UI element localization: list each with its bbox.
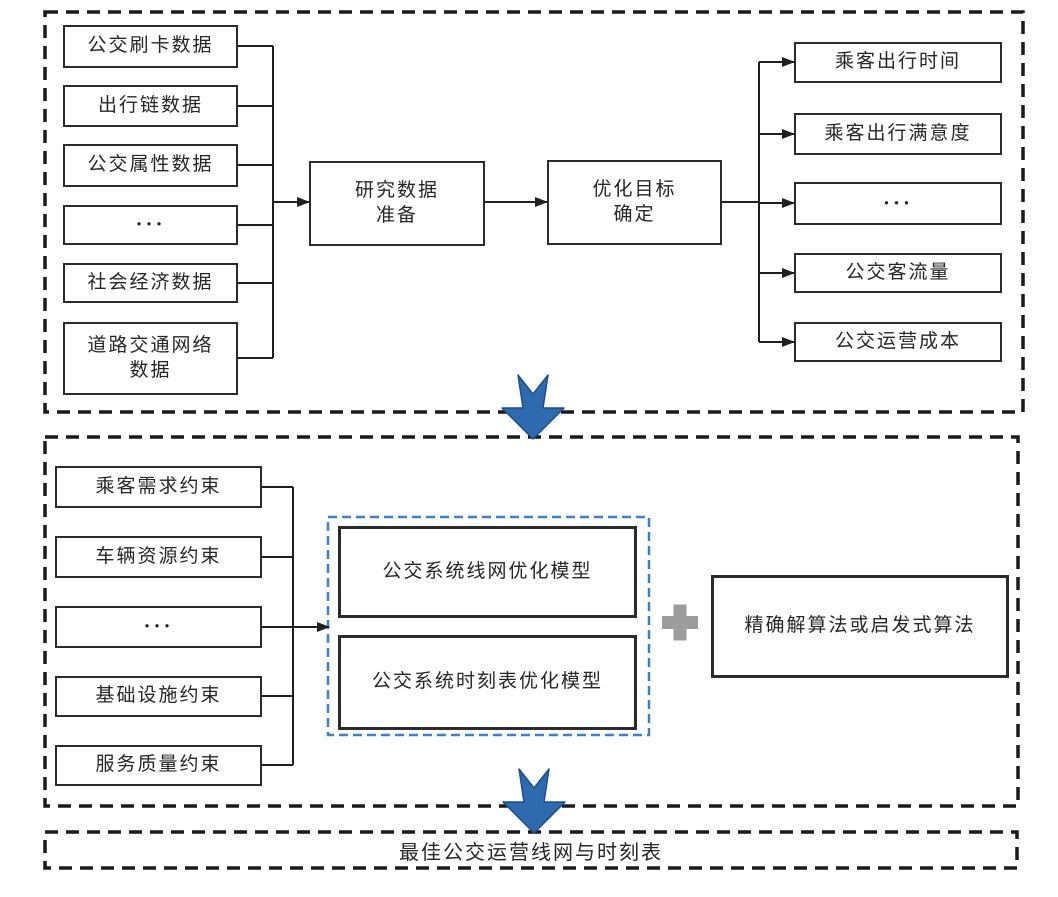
stage3-dashed-border: [43, 830, 1019, 870]
constraint-box-ellipsis: ···: [55, 606, 262, 648]
objective-box: 乘客出行满意度: [794, 113, 1002, 155]
objective-label: 乘客出行满意度: [824, 122, 972, 144]
constraint-label: 车辆资源约束: [95, 545, 222, 567]
data-source-label: 公交刷卡数据: [87, 35, 214, 57]
data-source-box: 社会经济数据: [63, 263, 238, 303]
ellipsis-label: ···: [143, 614, 174, 639]
constraint-box: 服务质量约束: [55, 745, 262, 786]
stage2-constraint-connectors: [262, 486, 330, 766]
data-source-label: 社会经济数据: [87, 271, 214, 293]
objective-label: 乘客出行时间: [834, 51, 961, 73]
stage1-process-connectors: [485, 57, 795, 347]
result-label: 最佳公交运营线网与时刻表: [399, 841, 663, 864]
model-label: 公交系统时刻表优化模型: [371, 671, 603, 693]
constraint-label: 乘客需求约束: [95, 475, 222, 497]
model-label: 公交系统线网优化模型: [382, 560, 593, 582]
data-source-label: 公交属性数据: [87, 154, 214, 176]
data-source-box: 道路交通网络 数据: [63, 322, 238, 395]
data-source-box: 公交属性数据: [63, 144, 238, 187]
data-source-box: 出行链数据: [63, 85, 238, 127]
data-source-box: 公交刷卡数据: [63, 25, 238, 68]
objective-box: 乘客出行时间: [794, 42, 1002, 83]
objective-label: 公交客流量: [845, 261, 951, 283]
data-source-box-ellipsis: ···: [63, 205, 238, 245]
constraint-label: 服务质量约束: [95, 754, 222, 776]
ellipsis-label: ···: [135, 212, 166, 237]
process-box-objective-determination: 优化目标 确定: [547, 160, 722, 245]
ellipsis-label: ···: [882, 190, 913, 215]
model-box-timetable-optimization: 公交系统时刻表优化模型: [338, 635, 637, 730]
data-source-label: 道路交通网络 数据: [87, 334, 214, 381]
objective-box: 公交运营成本: [794, 322, 1002, 362]
algorithm-label: 精确解算法或启发式算法: [744, 615, 976, 637]
constraint-label: 基础设施约束: [95, 685, 222, 707]
model-box-network-optimization: 公交系统线网优化模型: [338, 526, 637, 618]
plus-icon: [662, 604, 698, 641]
process-label: 优化目标 确定: [592, 178, 677, 225]
stage1-input-connectors: [238, 45, 310, 359]
algorithm-box: 精确解算法或启发式算法: [711, 575, 1009, 678]
constraint-box: 车辆资源约束: [55, 536, 262, 578]
down-arrow-icon: [502, 768, 566, 834]
stage1-dashed-border: [43, 10, 1025, 414]
objective-label: 公交运营成本: [834, 330, 961, 352]
data-source-label: 出行链数据: [97, 94, 203, 116]
objective-box-ellipsis: ···: [794, 182, 1002, 225]
process-box-data-preparation: 研究数据 准备: [309, 161, 485, 246]
down-arrow-icon: [501, 374, 565, 440]
constraint-box: 乘客需求约束: [55, 466, 262, 508]
objective-box: 公交客流量: [794, 253, 1002, 293]
constraint-box: 基础设施约束: [55, 676, 262, 717]
process-label: 研究数据 准备: [354, 179, 439, 226]
